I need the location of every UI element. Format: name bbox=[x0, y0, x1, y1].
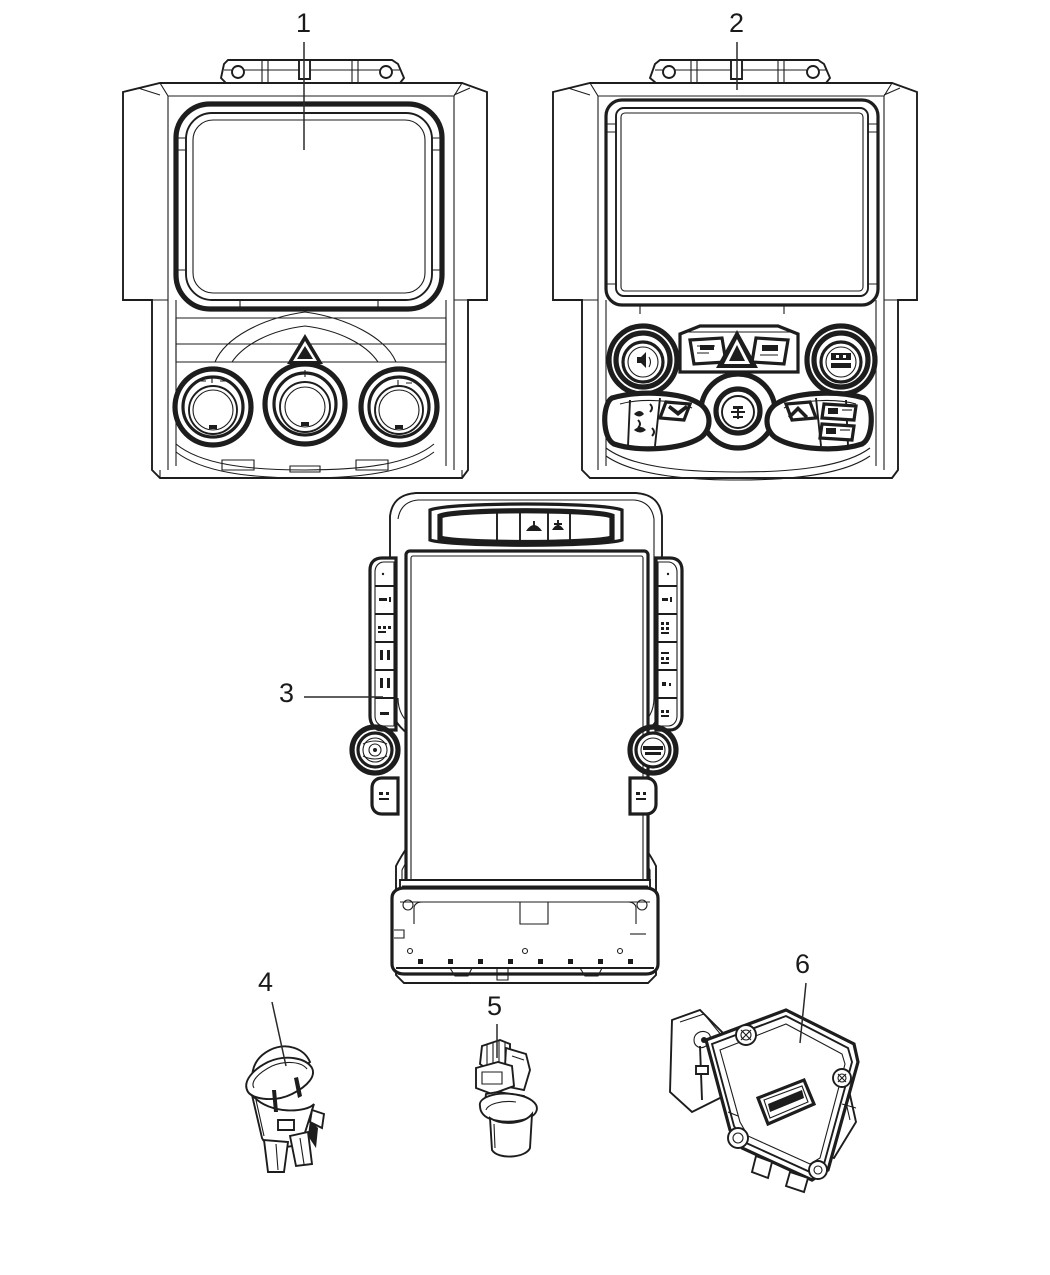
callout-number-3: 3 bbox=[279, 678, 295, 708]
part3-lower-left-button[interactable] bbox=[370, 776, 400, 816]
part6-corner-fasteners bbox=[727, 1024, 852, 1180]
part2-bottom-lip bbox=[605, 447, 871, 481]
part2-hazard-switch-icon[interactable] bbox=[716, 330, 758, 368]
hardkey-divider-lines-right bbox=[656, 585, 677, 699]
leader-4 bbox=[271, 1001, 287, 1067]
part-1-group[interactable] bbox=[122, 59, 488, 479]
speaker-icon bbox=[637, 352, 652, 368]
part3-left-hardkey-column[interactable] bbox=[368, 556, 398, 732]
part1-display-screen[interactable] bbox=[173, 101, 445, 312]
callout-number-1: 1 bbox=[296, 8, 312, 38]
part-5-group[interactable] bbox=[475, 1038, 538, 1158]
part3-touchscreen-panel[interactable] bbox=[404, 549, 650, 905]
callout-number-6: 6 bbox=[795, 949, 811, 979]
part3-knob-left[interactable] bbox=[349, 724, 401, 776]
part-3-group[interactable] bbox=[349, 492, 684, 984]
part1-hvac-knob-left[interactable] bbox=[172, 366, 254, 448]
callout-number-4: 4 bbox=[258, 967, 274, 997]
hardkey-divider-lines bbox=[375, 585, 396, 699]
part2-volume-knob-left[interactable] bbox=[606, 323, 680, 397]
part3-right-hardkey-column[interactable] bbox=[654, 556, 684, 732]
part3-knob-right[interactable] bbox=[627, 724, 679, 776]
part2-upper-button-group[interactable] bbox=[678, 324, 800, 374]
defrost-rear-icon bbox=[552, 520, 564, 530]
callout-leader-lines bbox=[271, 42, 807, 1067]
part2-display-screen[interactable] bbox=[604, 98, 880, 314]
part1-top-bracket bbox=[219, 59, 406, 84]
part1-hvac-knob-right[interactable] bbox=[358, 366, 440, 448]
fan-icon bbox=[731, 406, 745, 419]
part3-lower-vent-trim bbox=[390, 879, 660, 981]
part-2-group[interactable] bbox=[552, 59, 918, 481]
defrost-front-icon bbox=[526, 521, 542, 531]
callout-number-2: 2 bbox=[729, 8, 745, 38]
part3-lower-right-button[interactable] bbox=[628, 776, 658, 816]
part3-bottom-pins bbox=[418, 959, 633, 964]
part6-ribbon-connector[interactable] bbox=[755, 1077, 817, 1127]
part-6-group[interactable] bbox=[669, 1008, 860, 1194]
part1-bottom-lip bbox=[175, 443, 435, 479]
part2-lower-button-cluster[interactable] bbox=[602, 390, 874, 452]
part-4-group[interactable] bbox=[245, 1045, 326, 1173]
leader-6 bbox=[799, 982, 807, 1044]
part1-hvac-knob-center[interactable] bbox=[262, 361, 348, 447]
tune-icon bbox=[831, 353, 851, 368]
part2-tune-knob-right[interactable] bbox=[804, 323, 878, 397]
callout-number-5: 5 bbox=[487, 991, 503, 1021]
part2-top-bracket bbox=[648, 59, 832, 84]
part3-top-button-bar[interactable] bbox=[428, 502, 624, 547]
defrost-icons bbox=[634, 403, 655, 437]
